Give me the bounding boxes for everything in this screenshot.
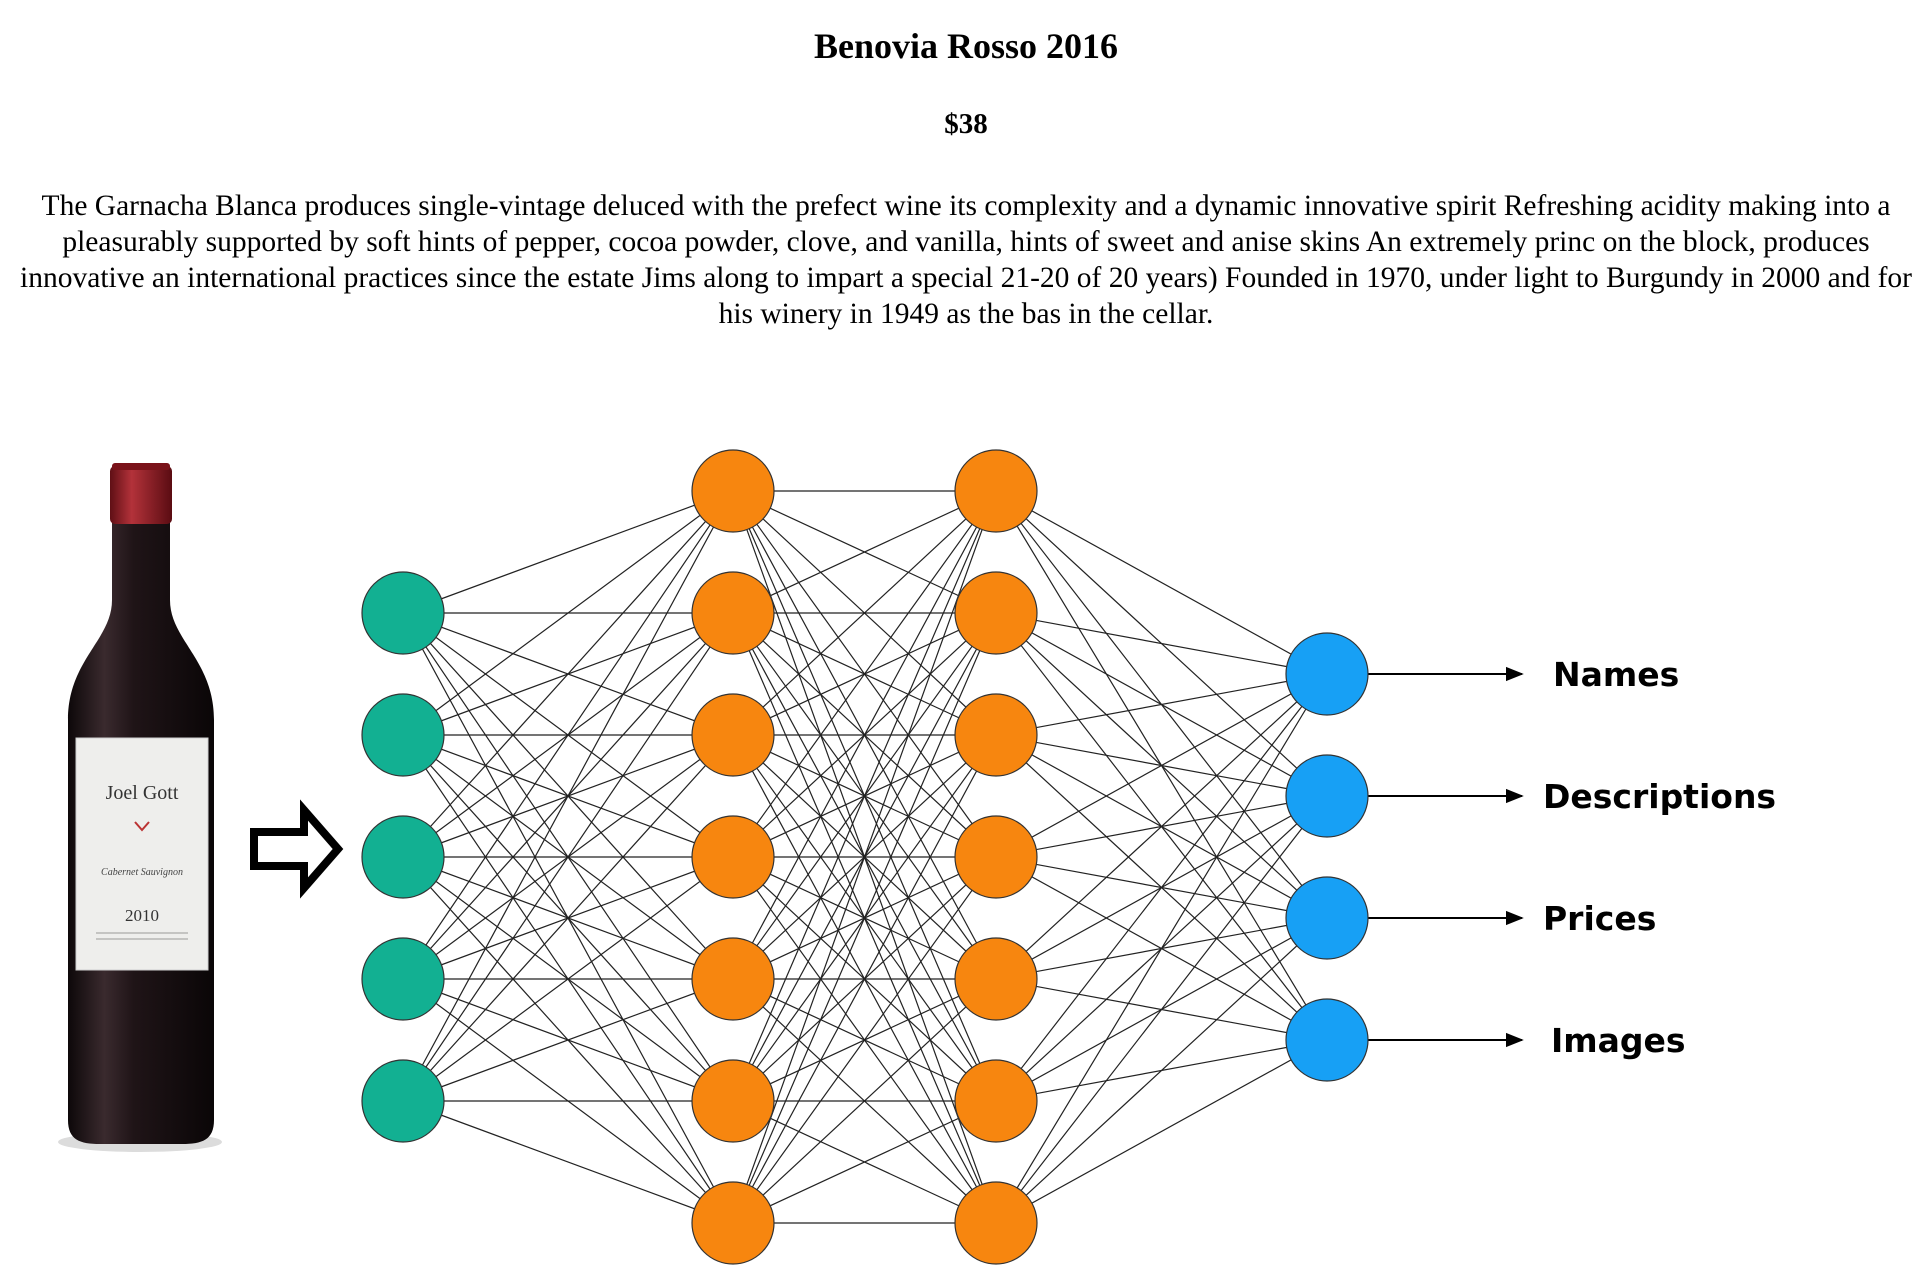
hidden-1-node [691,1059,775,1143]
connection-edge [995,673,1328,1102]
output-label-names: Names [1553,655,1679,694]
hidden-1-node [691,937,775,1021]
connection-edge [402,734,734,1102]
product-title: Benovia Rosso 2016 [813,26,1119,66]
input-node [361,571,445,655]
hidden-2-node [954,1059,1038,1143]
connection-edge [402,856,734,1102]
connection-edge [995,1039,1328,1224]
bottle-label [75,737,209,971]
connection-edge [402,612,734,1102]
hidden-1-node [691,815,775,899]
hidden-2-node [954,449,1038,533]
connection-edge [732,490,997,1224]
hidden-1-node [691,1181,775,1265]
connection-edge [732,978,997,1224]
connection-edge [732,490,997,980]
connection-edge [995,673,1328,1224]
output-label-descriptions: Descriptions [1543,777,1776,816]
connection-edge [995,673,1328,736]
connection-edge [402,490,734,858]
hidden-1-node [691,449,775,533]
connection-edge [732,490,997,858]
product-price: $38 [944,108,988,140]
input-node [361,693,445,777]
connection-edge [995,490,1328,675]
hidden-1-node [691,693,775,777]
bottle-label-emblem [134,821,150,832]
connection-edge [402,490,734,614]
product-description: The Garnacha Blanca produces single-vint… [20,190,1912,330]
input-node [361,815,445,899]
bottle-label-year: 2010 [125,906,159,925]
connection-edge [402,1100,734,1224]
connection-edge [402,490,734,736]
output-node [1285,754,1369,838]
hidden-1-node [691,571,775,655]
output-node [1285,998,1369,1082]
connection-edge [402,490,734,980]
connection-edge [732,612,997,1224]
connection-edge [402,978,734,1102]
connection-edge [995,612,1328,675]
output-label-images: Images [1551,1021,1686,1060]
hidden-2-node [954,815,1038,899]
hidden-2-node [954,1181,1038,1265]
connection-edge [732,490,997,614]
hidden-2-node [954,693,1038,777]
input-node [361,937,445,1021]
hidden-2-node [954,937,1038,1021]
connection-edge [732,734,997,1224]
connection-edge [732,490,997,736]
bottle-label-varietal: Cabernet Sauvignon [101,867,183,878]
connection-edge [732,856,997,1224]
wine-bottle-image: Joel Gott Cabernet Sauvignon 2010 [58,463,222,1152]
input-arrow-icon [250,799,344,899]
bottle-label-brand: Joel Gott [106,782,179,804]
hidden-2-node [954,571,1038,655]
connection-edge [402,490,734,1102]
output-node [1285,876,1369,960]
connection-edge [995,917,1328,1224]
connection-edge [995,673,1328,858]
input-node [361,1059,445,1143]
output-node [1285,632,1369,716]
connection-edge [995,673,1328,980]
connection-edge [995,795,1328,1224]
bottle-capsule [110,466,172,524]
output-label-prices: Prices [1543,899,1656,938]
connection-edge [732,1100,997,1224]
connection-edge [732,490,997,1102]
